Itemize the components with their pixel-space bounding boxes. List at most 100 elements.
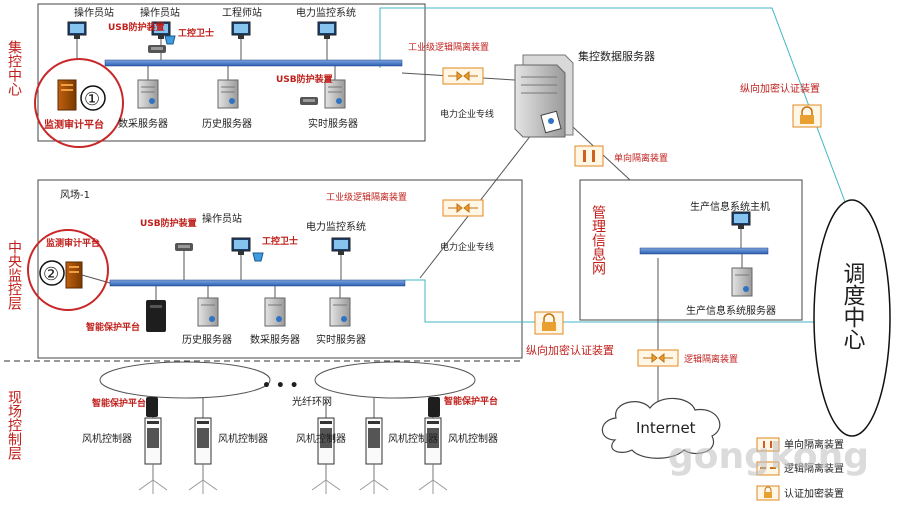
audit-platform-icon [65,261,83,289]
vertical-auth-icon-top [792,104,822,128]
controller-label: 风机控制器 [448,432,498,445]
layer-label-middle: 中央监控层 [6,240,22,310]
watermark-text: gongkong [668,436,869,477]
one-way-isolation-icon [574,145,604,167]
server-label: 实时服务器 [308,117,358,130]
workstation-icon [67,21,87,60]
smart-protect-icon [428,397,440,417]
controller-label: 风机控制器 [388,432,438,445]
usb-protect-label: USB防护装置 [276,73,333,85]
dispatch-center-ellipse [813,199,891,437]
controller-label: 风机控制器 [218,432,268,445]
layer-label-management: 管理信息网 [590,205,606,276]
workstation-icon [151,21,171,60]
mgmt-host-icon [731,211,751,248]
turbine-controller-icon [188,398,218,494]
power-line-label: 电力企业专线 [440,241,494,253]
audit-platform-icon [57,79,77,111]
workstation-icon [231,21,251,60]
icguard-label: 工控卫士 [178,27,214,39]
mgmt-network-bus [639,247,769,255]
smart-protect-icon [146,397,158,417]
power-line-label: 电力企业专线 [440,108,494,120]
layer-label-top: 集控中心 [6,39,22,96]
middle-section-frame [37,179,523,359]
controller-label: 风机控制器 [296,432,346,445]
cyan-link-middle [405,279,860,323]
mgmt-server-icon [731,254,753,297]
dispatch-center-label: 调度中心 [840,262,866,350]
industrial-isolation-label: 工业级逻辑隔离装置 [326,191,407,203]
badge-circle [39,260,65,286]
audit-platform-label: 监测审计平台 [46,237,100,249]
server-label: 数采服务器 [118,117,168,130]
legend-auth-icon [756,485,780,501]
farm-name: 风场-1 [60,188,90,201]
workstation-label: 操作员站 [74,6,114,19]
top-workstations [67,21,337,60]
legend-logic-icon [756,461,780,476]
ellipsis-dots: • • • [262,378,299,394]
server-label: 历史服务器 [182,333,232,346]
data-server-label: 集控数据服务器 [578,49,655,63]
internet-label: Internet [636,419,696,437]
icguard-label: 工控卫士 [262,235,298,247]
server-icon [329,286,351,327]
management-frame [579,179,803,321]
server-label: 数采服务器 [250,333,300,346]
workstation-label: 操作员站 [202,212,242,225]
workstation-label: 电力监控系统 [296,6,356,19]
farm-workstation-icon [231,237,251,280]
farm-power-monitor-icon [331,237,351,280]
icguard-icon [164,35,176,45]
farm-network-bus [109,279,406,287]
server-label: 历史服务器 [202,117,252,130]
turbine-controller-icon [311,398,341,494]
workstation-icon [317,21,337,60]
workstation-label: 操作员站 [140,6,180,19]
vertical-auth-icon-bottom [534,311,564,335]
one-way-isolation-label: 单向隔离装置 [614,152,668,164]
internet-cloud [601,397,721,459]
legend-item-label: 逻辑隔离装置 [784,462,844,475]
top-section-frame [37,3,426,142]
layer-label-bottom: 现场控制层 [6,390,22,460]
farm-servers [197,286,351,327]
audit-highlight-circle [27,229,109,311]
data-server-icon [514,54,574,138]
badge-circle [80,85,106,111]
legend-item-label: 单向隔离装置 [784,438,844,451]
turbine-controllers [138,398,448,494]
industrial-isolation-icon-farm [442,199,484,217]
logic-isolation-icon [637,349,679,367]
vertical-auth-label: 纵向加密认证装置 [526,343,614,357]
usb-device-icon [148,45,166,53]
smart-protect-label: 智能保护平台 [86,321,140,333]
mgmt-server-label: 生产信息系统服务器 [686,304,776,317]
server-label: 实时服务器 [316,333,366,346]
server-icon [137,66,159,109]
workstation-label: 工程师站 [222,6,262,19]
server-icon [264,286,286,327]
legend-one-way-icon [756,437,780,452]
server-icon [324,66,346,109]
fiber-ring-left [99,361,271,399]
controller-label: 风机控制器 [82,432,132,445]
fiber-ring-right [314,361,476,399]
badge-number: ① [84,89,100,110]
vertical-auth-label: 纵向加密认证装置 [740,82,820,95]
smart-protect-icon [146,286,166,332]
usb-device-icon [300,97,318,105]
turbine-controller-icon [138,398,168,494]
smart-protect-label: 智能保护平台 [92,397,146,409]
industrial-isolation-icon-top [442,67,484,85]
usb-protect-label: USB防护装置 [108,21,165,33]
usb-protect-label: USB防护装置 [140,217,197,229]
industrial-isolation-label: 工业级逻辑隔离装置 [408,41,489,53]
smart-protect-label: 智能保护平台 [444,395,498,407]
farm-usb-icon [175,243,193,280]
server-icon [217,66,239,109]
fiber-ring-label: 光纤环网 [292,395,332,408]
